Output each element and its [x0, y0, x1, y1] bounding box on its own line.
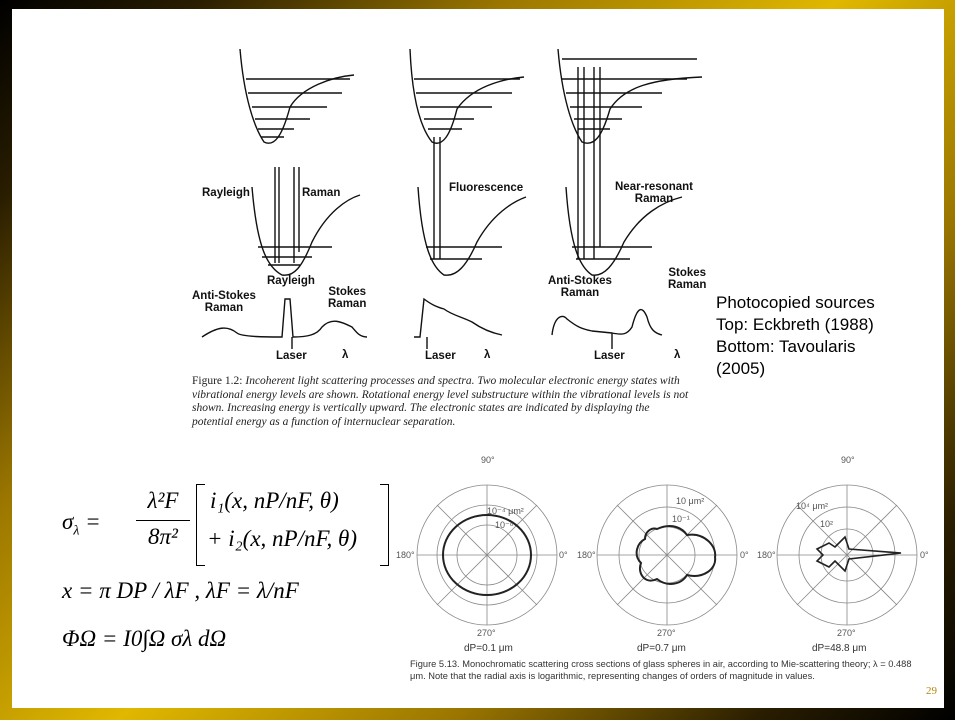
polar-2-r2: 10⁻¹	[672, 514, 690, 524]
figure-5-13-caption: Figure 5.13. Monochromatic scattering cr…	[410, 659, 912, 681]
equation-size-parameter: x = π DP / λF , λF = λ/nF	[62, 578, 299, 603]
equation-scattered-power: ΦΩ = I0∫Ω σλ dΩ	[62, 626, 227, 651]
label-anti-stokes-raman: Anti-Stokes Raman	[192, 290, 256, 314]
label-raman: Raman	[302, 187, 341, 199]
label-anti-stokes-raman-2: Anti-Stokes Raman	[548, 275, 612, 299]
equation-cross-section: σλ = λ²F 8π² i₁(x, nP/nF, θ) + i₂(x, nP/…	[62, 482, 402, 572]
eq1-frac-line	[136, 520, 190, 521]
sources-line-3: Bottom: Tavoularis	[716, 337, 856, 356]
figure-1-2-caption: Figure 1.2: Incoherent light scattering …	[192, 375, 692, 429]
polar-1-label: dP=0.1 μm	[464, 643, 513, 654]
eq1-sigma-sub: λ	[73, 523, 80, 539]
polar-3-label: dP=48.8 μm	[812, 643, 867, 654]
sources-line-4: (2005)	[716, 359, 766, 378]
polar-3-angle-right: 0°	[920, 550, 929, 560]
polar-1-r2: 10⁻⁶	[495, 520, 514, 530]
sources-line-2: Top: Eckbreth (1988)	[716, 315, 874, 334]
polar-1-angle-bottom: 270°	[477, 628, 496, 638]
label-fluorescence: Fluorescence	[449, 182, 524, 194]
label-lambda-3: λ	[674, 349, 681, 361]
label-laser-1: Laser	[276, 350, 307, 362]
polar-3-angle-top: 90°	[841, 455, 855, 465]
polar-2-angle-right: 0°	[740, 550, 749, 560]
polar-1-angle-left: 180°	[396, 550, 415, 560]
caption-body: Incoherent light scattering processes an…	[192, 375, 689, 428]
sources-line-1: Photocopied sources	[716, 293, 875, 312]
polar-1-angle-right: 0°	[559, 550, 568, 560]
label-laser-2: Laser	[425, 350, 456, 362]
label-lambda-2: λ	[484, 349, 491, 361]
eq1-frac-den: 8π²	[148, 524, 178, 549]
polar-3-r1: 10⁴ μm²	[796, 501, 829, 511]
slide-number: 29	[926, 685, 937, 697]
slide: Rayleigh Raman Fluorescence Near-resonan…	[12, 9, 944, 708]
sources-note: Photocopied sources Top: Eckbreth (1988)…	[716, 292, 942, 380]
eq1-row2: + i₂(x, nP/nF, θ)	[207, 526, 358, 551]
polar-3-angle-left: 180°	[757, 550, 776, 560]
polar-3-angle-bottom: 270°	[837, 628, 856, 638]
eq1-frac-num: λ²F	[147, 488, 179, 513]
eq1-left-bracket	[196, 484, 205, 566]
label-rayleigh-spectrum: Rayleigh	[267, 275, 315, 287]
label-lambda-1: λ	[342, 349, 349, 361]
eq1-right-bracket	[380, 484, 389, 566]
energy-level-diagram	[201, 48, 703, 349]
label-laser-3: Laser	[594, 350, 625, 362]
label-near-resonant-raman: Near-resonant Raman	[615, 181, 693, 205]
eq1-sigma: σ	[62, 509, 74, 534]
polar-2-angle-left: 180°	[577, 550, 596, 560]
polar-1-angle-top: 90°	[481, 455, 495, 465]
polar-2-angle-bottom: 270°	[657, 628, 676, 638]
polar-1-r1: 10⁻⁴ μm²	[487, 506, 524, 516]
polar-2-label: dP=0.7 μm	[637, 643, 686, 654]
mie-polar-plots	[416, 484, 918, 626]
polar-3-r2: 10²	[820, 519, 834, 529]
eq1-row1: i₁(x, nP/nF, θ)	[210, 488, 339, 513]
label-rayleigh: Rayleigh	[202, 187, 250, 199]
label-stokes-raman: Stokes Raman	[328, 286, 367, 310]
label-stokes-raman-2: Stokes Raman	[668, 267, 707, 291]
caption-lead: Figure 1.2:	[192, 375, 243, 387]
polar-2-r1: 10 μm²	[676, 496, 705, 506]
